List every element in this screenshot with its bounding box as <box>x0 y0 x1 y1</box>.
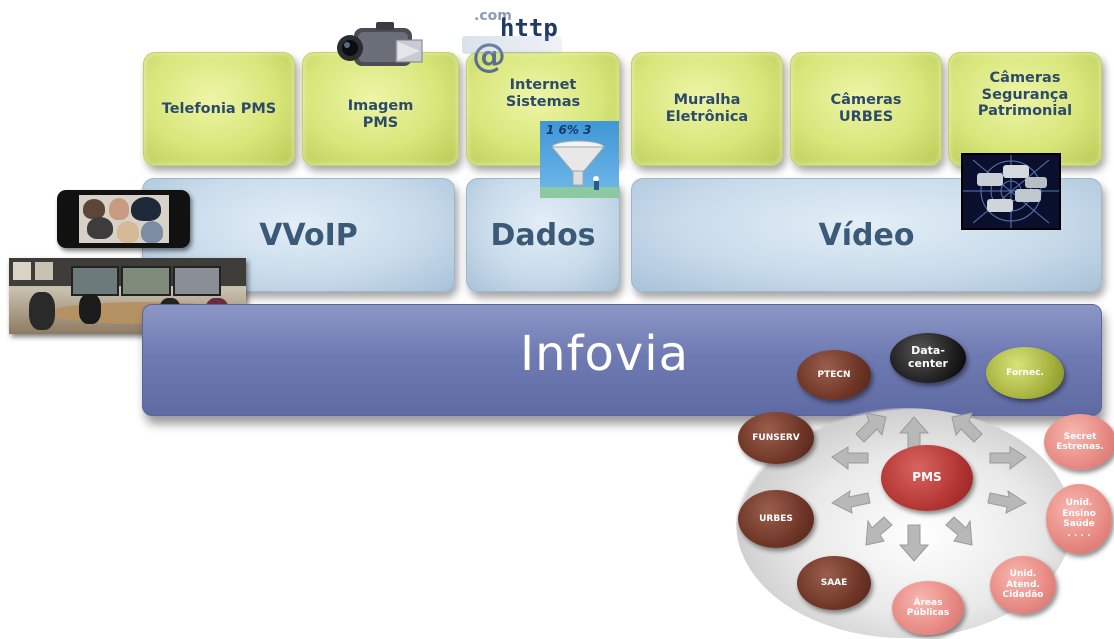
node-funserv: FUNSERV <box>738 412 814 464</box>
app-label: Internet Sistemas <box>505 77 581 110</box>
layer-label: Vídeo <box>818 217 915 253</box>
infovia-title: Infovia <box>520 326 689 382</box>
app-internet-sistemas: Internet Sistemas <box>466 52 620 166</box>
node-unid-ensino-saude: Unid. Ensino Saúde . . . . <box>1046 484 1112 554</box>
node-saae: SAAE <box>797 556 871 610</box>
funnel-numbers: 1 6% 3 <box>546 123 592 137</box>
node-pms: PMS <box>881 445 973 511</box>
layer-video: Vídeo <box>631 178 1102 292</box>
app-imagem-pms: Imagem PMS <box>302 52 459 166</box>
camcorder-icon <box>337 22 423 66</box>
hub-arrows <box>831 412 1027 562</box>
node-datacenter: Data- center <box>890 333 966 383</box>
app-label: Câmeras Segurança Patrimonial <box>977 69 1073 120</box>
internet-icon: .com http @ <box>462 8 572 78</box>
node-areas-publicas: Áreas Públicas <box>892 581 964 635</box>
layer-label: Dados <box>490 217 596 253</box>
app-label: Câmeras URBES <box>830 92 902 125</box>
app-label: Muralha Eletrônica <box>665 92 749 125</box>
phone-videocall-image <box>57 190 190 248</box>
funnel-image: 1 6% 3 <box>540 121 619 198</box>
app-label: Telefonia PMS <box>161 100 277 117</box>
node-unid-atend-cidadao: Unid. Atend. Cidadão <box>990 556 1056 614</box>
dotcom-text: .com <box>474 8 512 24</box>
app-telefonia-pms: Telefonia PMS <box>143 52 295 166</box>
app-label: Imagem PMS <box>347 98 414 131</box>
layer-label: VVoIP <box>259 217 358 253</box>
app-cameras-seguranca: Câmeras Segurança Patrimonial <box>948 52 1102 166</box>
www-watermark <box>462 36 562 54</box>
security-cameras-image <box>961 153 1061 230</box>
node-fornec: Fornec. <box>986 347 1064 399</box>
app-cameras-urbes: Câmeras URBES <box>790 52 942 166</box>
app-muralha-eletronica: Muralha Eletrônica <box>631 52 783 166</box>
at-symbol: @ <box>472 36 506 76</box>
node-ptecn: PTECN <box>797 350 871 400</box>
node-secret-estrenas: Secret Estrenas. <box>1044 414 1114 470</box>
http-text: http <box>500 14 558 42</box>
layer-dados: Dados <box>466 178 620 292</box>
node-urbes: URBES <box>738 490 814 548</box>
